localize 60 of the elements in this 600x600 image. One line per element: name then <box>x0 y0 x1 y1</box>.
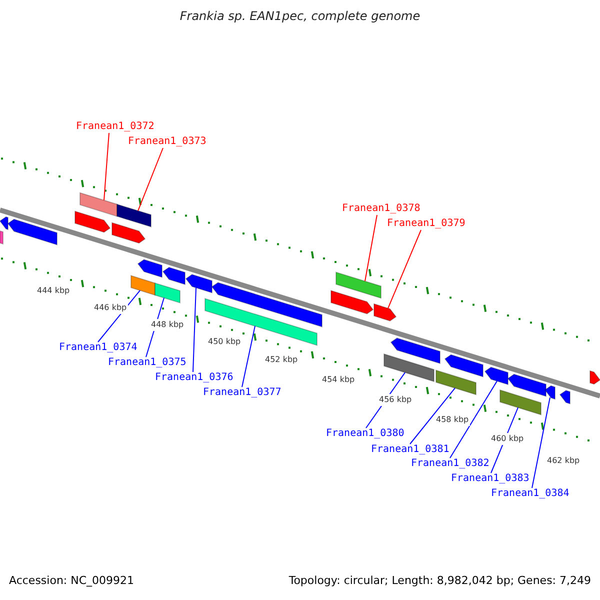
gene-block <box>80 192 118 217</box>
gene-label: Franean1_0375 <box>108 357 186 369</box>
scale-label: 462 kbp <box>546 455 581 467</box>
scale-label: 446 kbp <box>93 302 128 314</box>
gene-block <box>7 218 58 246</box>
gene-block <box>162 266 186 286</box>
leader-line <box>450 380 498 458</box>
scale-label: 454 kbp <box>321 374 356 386</box>
gene-block <box>484 366 508 386</box>
gene-label: Franean1_0377 <box>203 387 282 399</box>
gene-block <box>137 259 162 278</box>
gene-label: Franean1_0384 <box>491 488 570 500</box>
gene-block <box>204 298 318 346</box>
gene-label: Franean1_0382 <box>411 458 490 470</box>
scale-label: 444 kbp <box>36 285 71 297</box>
leader-line <box>138 148 164 212</box>
leader-line <box>104 132 110 201</box>
gene-label: Franean1_0376 <box>155 372 234 384</box>
leader-line <box>364 214 378 282</box>
gene-label: Franean1_0379 <box>387 218 466 230</box>
gene-block <box>211 282 322 328</box>
gene-block <box>590 370 600 385</box>
gene-label: Franean1_0374 <box>59 342 138 354</box>
gene-block <box>336 272 382 299</box>
scale-label: 448 kbp <box>150 319 185 331</box>
gene-block <box>384 353 434 382</box>
gene-label: Franean1_0373 <box>128 136 206 148</box>
scale-label: 452 kbp <box>264 354 299 366</box>
gene-block <box>436 370 476 396</box>
scale-label: 458 kbp <box>435 414 470 426</box>
gene-block <box>500 389 542 416</box>
gene-block <box>74 210 111 233</box>
gene-label: Franean1_0381 <box>371 444 450 456</box>
scale-label: 460 kbp <box>490 433 525 445</box>
accession-text: Accession: NC_009921 <box>9 575 134 587</box>
gene-label: Franean1_0372 <box>76 121 154 133</box>
gene-block <box>390 338 440 364</box>
leader-line <box>192 287 196 372</box>
scale-label: 456 kbp <box>378 394 413 406</box>
leader-line <box>532 397 550 488</box>
gene-block <box>130 274 156 296</box>
gene-block <box>330 290 374 314</box>
gene-label: Franean1_0383 <box>451 473 530 485</box>
chart-title: Frankia sp. EAN1pec, complete genome <box>178 10 422 22</box>
leader-line <box>242 326 256 388</box>
gene-block <box>185 274 212 294</box>
gene-block <box>444 354 484 378</box>
gene-block <box>374 303 397 322</box>
scale-label: 450 kbp <box>207 336 242 348</box>
gene-label: Franean1_0378 <box>342 203 420 215</box>
genome-summary: Topology: circular; Length: 8,982,042 bp; Genes: 7,249 <box>288 575 591 587</box>
gene-block <box>559 390 570 404</box>
leader-line <box>410 388 456 444</box>
gene-block <box>112 222 146 244</box>
gene-block <box>544 385 556 400</box>
gene-block <box>154 282 180 304</box>
gene-block <box>0 230 4 245</box>
leader-line <box>388 230 422 309</box>
gene-label: Franean1_0380 <box>326 428 404 440</box>
gene-block <box>116 204 152 228</box>
